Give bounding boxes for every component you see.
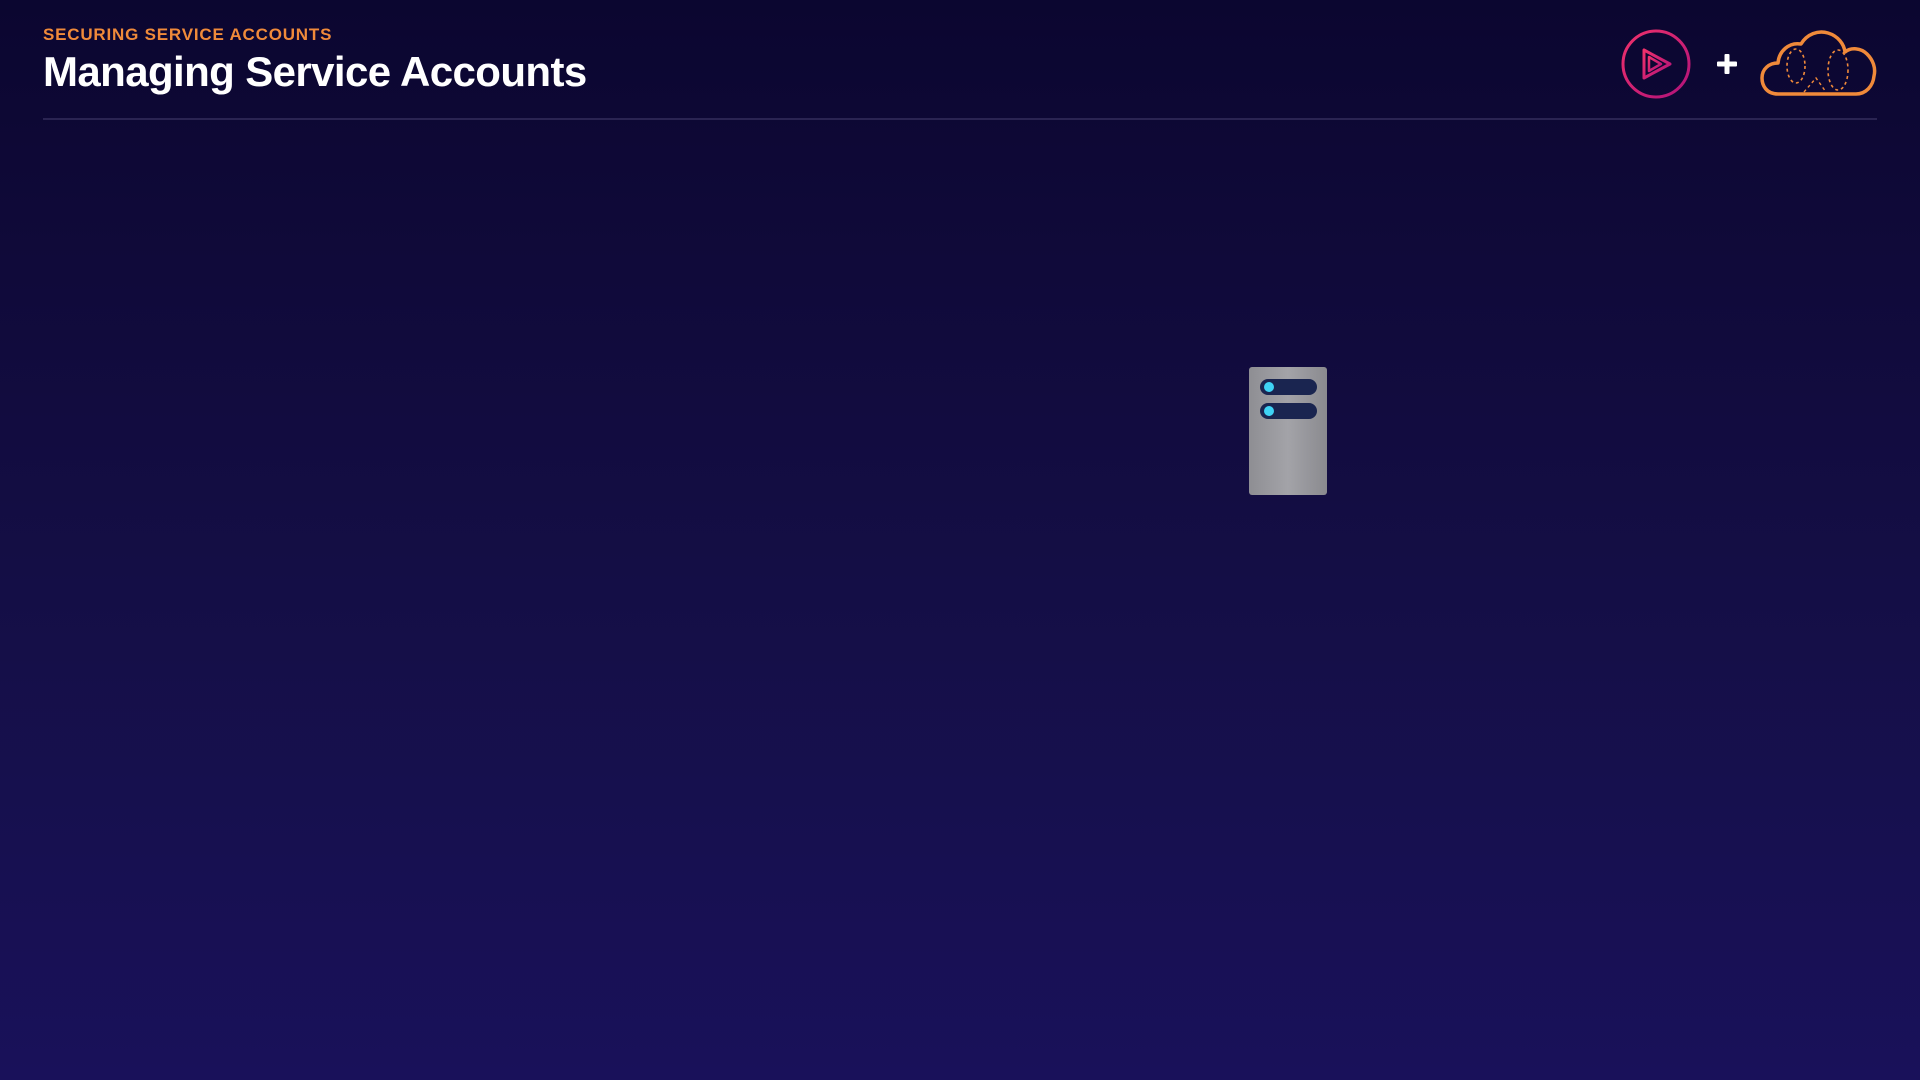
cloud-icon xyxy=(1760,30,1877,96)
server-icon xyxy=(1249,367,1327,495)
slide-header: SECURING SERVICE ACCOUNTS Managing Servi… xyxy=(43,24,587,96)
section-label: SECURING SERVICE ACCOUNTS xyxy=(43,25,333,44)
play-circle-icon xyxy=(1621,29,1691,99)
logo-group xyxy=(1620,28,1878,100)
plus-icon xyxy=(1717,54,1737,74)
slide-title: Managing Service Accounts xyxy=(43,48,587,95)
header-divider xyxy=(43,118,1877,120)
